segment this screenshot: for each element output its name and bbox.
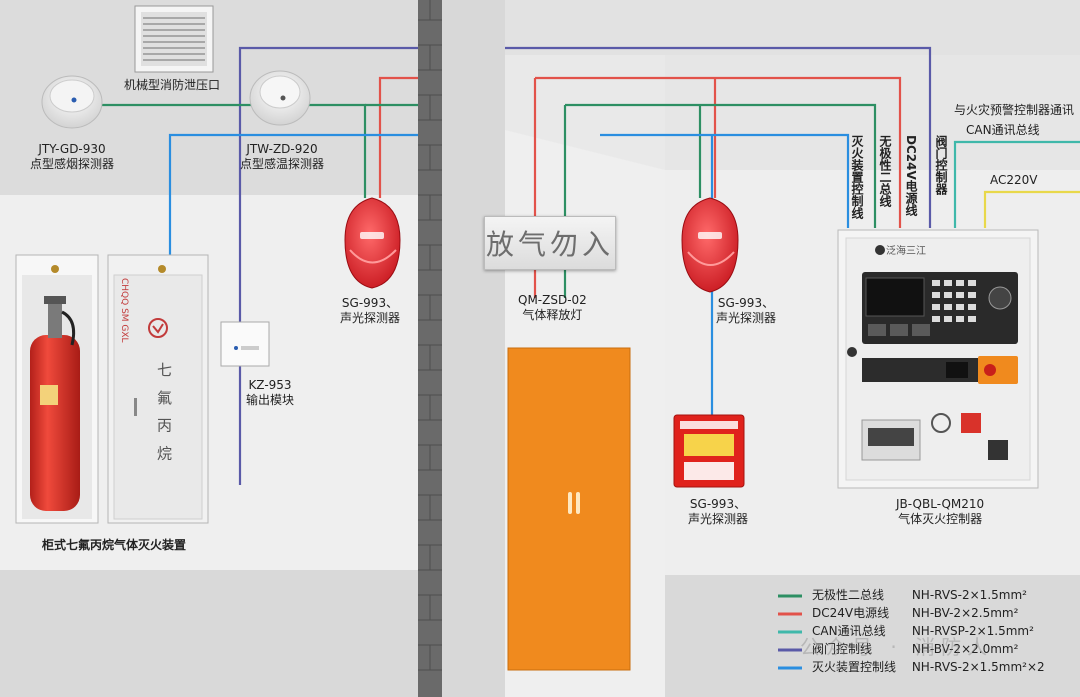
wire-label-valve: 阀门控制器 bbox=[934, 135, 948, 195]
wire-label-prealarm: 与火灾预警控制器通讯 bbox=[954, 103, 1075, 117]
wire-purple-right bbox=[505, 46, 932, 228]
wire-label-extinguish: 灭火装置控制线 bbox=[850, 135, 864, 219]
wire-label-ac220v: AC220V bbox=[990, 173, 1038, 187]
controller-name: 气体灭火控制器 bbox=[898, 512, 983, 526]
wire-label-bus: 无极性二总线 bbox=[878, 135, 892, 207]
heat-detector bbox=[249, 70, 311, 126]
output-module-model: KZ-953 bbox=[248, 378, 292, 392]
legend-name: 灭火装置控制线 bbox=[812, 660, 897, 674]
alarm-left-name: 声光探测器 bbox=[340, 311, 401, 325]
legend-row: 灭火装置控制线 NH-RVS-2×1.5mm²×2 bbox=[812, 659, 1045, 676]
controller-model: JB-QBL-QM210 bbox=[896, 497, 985, 511]
vent-device bbox=[134, 5, 214, 73]
legend-spec: NH-RVS-2×1.5mm² bbox=[911, 588, 1027, 602]
alarm-panel-name: 声光探测器 bbox=[688, 512, 749, 526]
cylinder-cabinet-open bbox=[15, 254, 99, 524]
output-module bbox=[220, 321, 270, 367]
smoke-detector bbox=[41, 75, 103, 129]
alarm-left-label: SG-993、 声光探测器 bbox=[340, 296, 400, 326]
cabinet-name: 柜式七氟丙烷气体灭火装置 bbox=[42, 538, 187, 552]
alarm-left-model: SG-993、 bbox=[341, 296, 399, 310]
alarm-mid-model: SG-993、 bbox=[717, 296, 775, 310]
wire-yellow-ac bbox=[983, 190, 1080, 228]
legend-spec: NH-RVSP-2×1.5mm² bbox=[911, 624, 1034, 638]
heat-detector-label: JTW-ZD-920 点型感温探测器 bbox=[240, 142, 324, 172]
sound-light-alarm-left bbox=[344, 197, 401, 289]
legend-row: DC24V电源线 NH-BV-2×2.5mm² bbox=[812, 605, 1018, 622]
alarm-panel-label: SG-993、 声光探测器 bbox=[688, 497, 748, 527]
legend-swatches bbox=[778, 594, 802, 670]
release-lamp-model: QM-ZSD-02 bbox=[518, 293, 587, 307]
output-module-label: KZ-953 输出模块 bbox=[246, 378, 294, 408]
gas-extinguishing-controller bbox=[837, 229, 1039, 489]
output-module-name: 输出模块 bbox=[246, 393, 295, 407]
smoke-detector-model: JTY-GD-930 bbox=[38, 142, 106, 156]
vent-name: 机械型消防泄压口 bbox=[124, 78, 221, 92]
alarm-mid-label: SG-993、 声光探测器 bbox=[716, 296, 776, 326]
heat-detector-name: 点型感温探测器 bbox=[240, 157, 325, 171]
wire-label-dc24v: DC24V电源线 bbox=[904, 135, 918, 216]
legend-row: 阀门控制线 NH-BV-2×2.0mm² bbox=[812, 641, 1018, 658]
release-lamp-label: QM-ZSD-02 气体释放灯 bbox=[518, 293, 587, 323]
wire-blue-right bbox=[600, 133, 850, 228]
legend-spec: NH-BV-2×2.0mm² bbox=[911, 642, 1019, 656]
cabinet-panel-text: 七 氟 丙 烷 bbox=[155, 362, 173, 465]
wire-red-top bbox=[535, 76, 902, 228]
emergency-start-panel bbox=[673, 414, 745, 488]
legend-spec: NH-BV-2×2.5mm² bbox=[911, 606, 1019, 620]
heat-detector-model: JTW-ZD-920 bbox=[246, 142, 318, 156]
smoke-detector-label: JTY-GD-930 点型感烟探测器 bbox=[30, 142, 114, 172]
wire-teal-can bbox=[953, 140, 1080, 228]
legend-row: 无极性二总线 NH-RVS-2×1.5mm² bbox=[812, 587, 1027, 604]
wire-red-left bbox=[378, 76, 418, 198]
controller-label: JB-QBL-QM210 气体灭火控制器 bbox=[896, 497, 984, 527]
legend-name: 无极性二总线 bbox=[812, 588, 885, 602]
legend-spec: NH-RVS-2×1.5mm²×2 bbox=[911, 660, 1045, 674]
cabinet-brand: CHQQ SM GXL bbox=[119, 278, 129, 343]
wire-green-top bbox=[565, 103, 877, 228]
legend-row: CAN通讯总线 NH-RVSP-2×1.5mm² bbox=[812, 623, 1034, 640]
brick-column bbox=[418, 0, 442, 697]
extinguisher-cabinet bbox=[107, 254, 209, 524]
smoke-detector-name: 点型感烟探测器 bbox=[30, 157, 115, 171]
sound-light-alarm-middle bbox=[681, 197, 739, 293]
legend-name: 阀门控制线 bbox=[812, 642, 873, 656]
protected-room-door bbox=[507, 347, 631, 671]
alarm-panel-model: SG-993、 bbox=[689, 497, 747, 511]
legend-name: DC24V电源线 bbox=[812, 606, 890, 620]
wire-blue-left bbox=[168, 133, 418, 255]
controller-brand: 泛海三江 bbox=[886, 246, 926, 257]
release-lamp-name: 气体释放灯 bbox=[522, 308, 583, 322]
wire-label-can: CAN通讯总线 bbox=[966, 123, 1040, 137]
alarm-mid-name: 声光探测器 bbox=[716, 311, 777, 325]
watermark: 公众号 · 消防人 bbox=[800, 635, 994, 659]
legend-name: CAN通讯总线 bbox=[812, 624, 886, 638]
release-lamp-sign: 放气勿入 bbox=[484, 216, 616, 270]
